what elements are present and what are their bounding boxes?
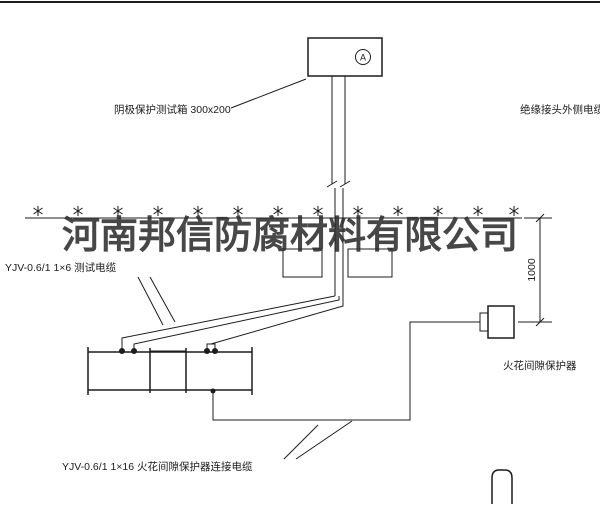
leader-test-cable-2 <box>149 276 176 323</box>
insulating-joint-hatch <box>149 350 187 391</box>
label-test-box: 阴极保护测试箱 300x200 <box>114 103 231 116</box>
pipe-symbol <box>87 347 253 395</box>
weld-dot <box>119 348 125 354</box>
concrete-blocks <box>282 248 393 278</box>
dimension-value: 1000 <box>526 258 538 282</box>
dimension-tick <box>535 317 545 327</box>
spark-gap-cable-route <box>212 321 480 421</box>
leader-spark-cable-2 <box>295 420 353 460</box>
concrete-block-left <box>282 248 323 278</box>
ammeter-letter: A <box>360 53 366 63</box>
concrete-block-right <box>347 248 393 278</box>
test-cable-3 <box>210 296 344 345</box>
pipe-clamp-fragment <box>491 469 513 504</box>
company-watermark: 河南邦信防腐材料有限公司 <box>62 215 518 257</box>
dimension-1000: 1000 <box>518 213 552 327</box>
spark-gap-protector-symbol <box>479 305 515 339</box>
dimension-tick <box>535 213 545 223</box>
weld-dot <box>212 348 218 354</box>
test-box-symbol: A <box>307 37 383 77</box>
weld-points <box>119 348 218 394</box>
leader-test-box <box>230 78 307 109</box>
leader-spark-cable-1 <box>283 424 319 460</box>
riser-conduit <box>326 76 351 296</box>
test-cables <box>121 295 344 350</box>
conduit-break-mark <box>339 180 351 188</box>
test-cable-1 <box>121 295 336 349</box>
label-spark-gap-cable: YJV-0.6/1 1×16 火花间隙保护器连接电缆 <box>62 460 253 473</box>
weld-yoke <box>206 343 216 350</box>
leader-test-cable-1 <box>137 276 164 326</box>
weld-dot <box>204 348 210 354</box>
label-spark-gap-protector: 火花间隙保护器 <box>503 359 577 372</box>
weld-dot <box>131 348 137 354</box>
label-insulated-joint-cable: 绝缘接头外侧电缆 <box>520 103 600 116</box>
label-test-cable: YJV-0.6/1 1×6 测试电缆 <box>5 261 117 274</box>
conduit-break-mark <box>326 180 338 188</box>
ammeter-icon <box>355 49 371 65</box>
test-cable-2 <box>133 296 340 349</box>
soil-hatch-mark <box>33 205 43 217</box>
